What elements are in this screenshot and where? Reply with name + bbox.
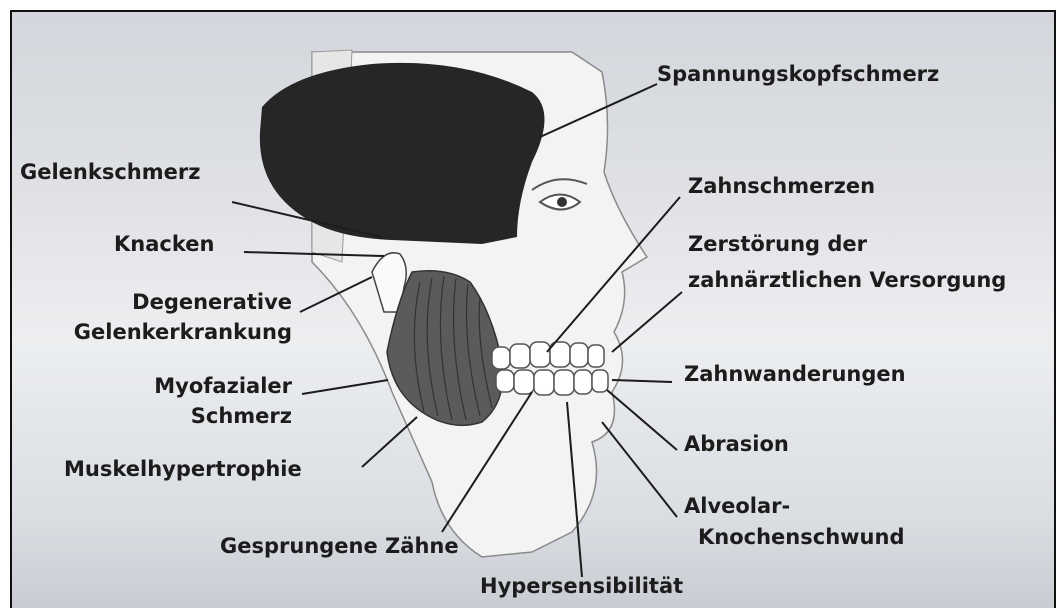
label-toothache: Zahnschmerzen bbox=[688, 174, 875, 199]
diagram-frame: Spannungskopfschmerz Gelenkschmerz Zahns… bbox=[10, 10, 1056, 608]
label-destruction-2: zahnärztlichen Versorgung bbox=[688, 268, 1006, 293]
pupil bbox=[557, 197, 567, 207]
label-tooth-migration: Zahnwanderungen bbox=[684, 362, 906, 387]
label-myofascial-2: Schmerz bbox=[52, 404, 292, 429]
label-degenerative-1: Degenerative bbox=[32, 290, 292, 315]
label-cracked-teeth: Gesprungene Zähne bbox=[220, 534, 459, 559]
label-destruction-1: Zerstörung der bbox=[688, 232, 867, 257]
label-alveolar-1: Alveolar- bbox=[684, 494, 790, 519]
label-muscle-hypertrophy: Muskelhypertrophie bbox=[64, 457, 302, 482]
temporal-region bbox=[260, 63, 545, 244]
label-clicking: Knacken bbox=[114, 232, 214, 257]
label-hypersensitivity: Hypersensibilität bbox=[480, 574, 683, 599]
label-myofascial-1: Myofazialer bbox=[52, 374, 292, 399]
label-tension-headache: Spannungskopfschmerz bbox=[657, 62, 939, 87]
label-degenerative-2: Gelenkerkrankung bbox=[12, 320, 292, 345]
label-abrasion: Abrasion bbox=[684, 432, 789, 457]
label-joint-pain: Gelenkschmerz bbox=[20, 160, 200, 185]
label-alveolar-2: Knochenschwund bbox=[698, 525, 904, 550]
